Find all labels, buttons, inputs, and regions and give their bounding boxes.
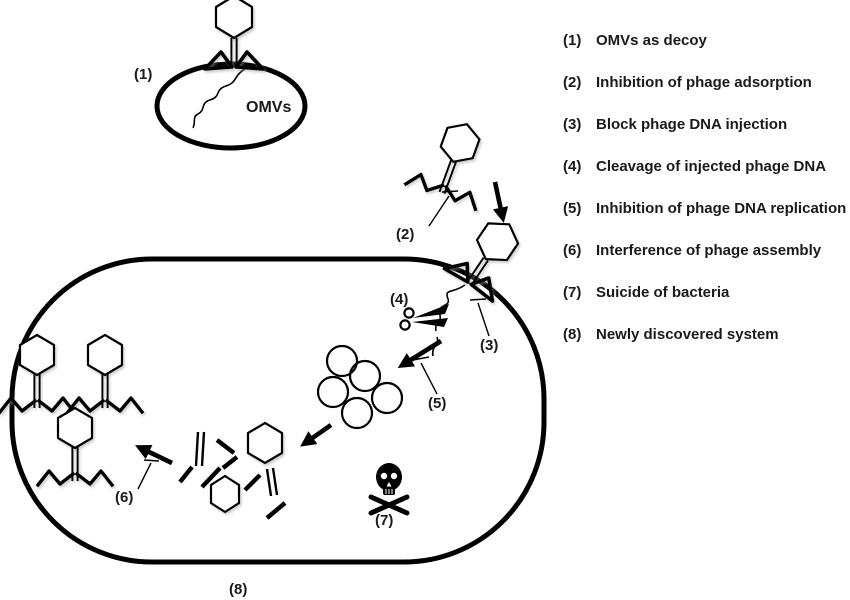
phage-free-icon	[404, 109, 504, 211]
legend-item-label: Inhibition of phage adsorption	[596, 74, 812, 91]
omv-label: OMVs	[246, 99, 292, 116]
diagram-marker-3: (3)	[480, 337, 499, 354]
legend-item-number: (2)	[563, 74, 582, 91]
legend-item-label: Newly discovered system	[596, 326, 779, 343]
arrow-to-replication	[397, 339, 443, 369]
legend-item-number: (1)	[563, 32, 582, 49]
legend-item-number: (6)	[563, 242, 582, 259]
diagram-marker-1: (1)	[134, 66, 153, 83]
legend-item-3: (3) Block phage DNA injection	[563, 117, 846, 133]
legend-item-number: (3)	[563, 116, 582, 133]
arrow-to-assembly	[300, 423, 333, 447]
scissors-icon	[399, 304, 449, 331]
legend-item-4: (4) Cleavage of injected phage DNA	[563, 159, 846, 175]
pointer-line-3	[469, 298, 490, 337]
legend-item-1: (1) OMVs as decoy	[563, 33, 846, 49]
arrow-entry	[492, 181, 509, 223]
pointer-line-2	[428, 190, 459, 227]
legend-item-label: Cleavage of injected phage DNA	[596, 158, 827, 175]
assembled-phage-icon-1	[0, 333, 76, 414]
legend-item-label: Interference of phage assembly	[596, 242, 822, 259]
legend-item-7: (7) Suicide of bacteria	[563, 285, 846, 301]
diagram-marker-8: (8)	[229, 581, 248, 598]
legend-item-6: (6) Interference of phage assembly	[563, 243, 846, 259]
legend: (1) OMVs as decoy (2) Inhibition of phag…	[563, 33, 846, 343]
legend-item-label: Block phage DNA injection	[596, 116, 788, 133]
legend-item-5: (5) Inhibition of phage DNA replication	[563, 201, 846, 217]
legend-item-label: Suicide of bacteria	[596, 284, 730, 301]
diagram-marker-7: (7)	[375, 512, 394, 529]
legend-item-number: (5)	[563, 200, 582, 217]
phage-decoy-icon	[203, 0, 265, 71]
legend-item-2: (2) Inhibition of phage adsorption	[563, 75, 846, 91]
pointer-line-6	[137, 459, 160, 490]
legend-item-8: (8) Newly discovered system	[563, 327, 846, 343]
legend-item-label: Inhibition of phage DNA replication	[596, 200, 847, 217]
phage-adsorbed-icon	[442, 206, 536, 303]
diagram-marker-2: (2)	[396, 226, 415, 243]
diagram-marker-6: (6)	[115, 489, 134, 506]
assembled-phage-icon-3	[36, 406, 114, 487]
legend-item-number: (7)	[563, 284, 582, 301]
arrow-to-phages	[135, 444, 173, 466]
diagram-marker-5: (5)	[428, 395, 447, 412]
legend-item-number: (8)	[563, 326, 582, 343]
legend-item-number: (4)	[563, 158, 582, 175]
phage-parts-icons	[178, 421, 287, 520]
omv-dna-squiggle-icon	[192, 68, 246, 129]
legend-item-label: OMVs as decoy	[596, 32, 707, 49]
skull-crossbones-icon	[368, 463, 410, 516]
pointer-line-5	[412, 356, 438, 395]
dna-circles-cluster-icon	[316, 344, 404, 430]
bacterial-cell-outline	[9, 256, 547, 565]
assembled-phage-icon-2	[66, 333, 144, 414]
diagram-marker-4: (4)	[390, 291, 409, 308]
